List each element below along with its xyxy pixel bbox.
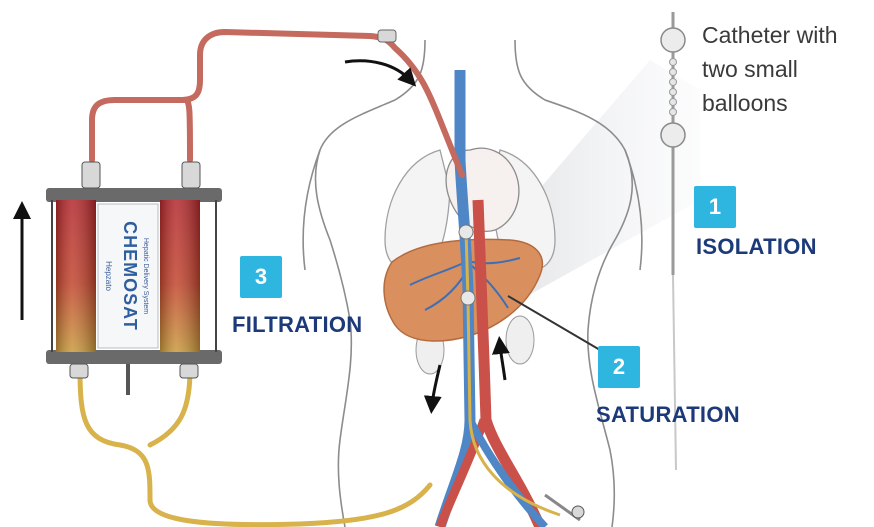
catheter-note: Catheter with two small balloons [702, 18, 838, 120]
chemosat-filter-device: Hepzato CHEMOSAT Hepatic Delivery System [46, 162, 222, 395]
catheter-balloon-bottom [661, 123, 685, 147]
device-brand-sub: Hepatic Delivery System [142, 238, 149, 314]
balloon-upper [459, 225, 473, 239]
return-tubing [80, 370, 430, 525]
sheath-valve [572, 506, 584, 518]
device-brand-small: Hepzato [104, 261, 113, 291]
catheter-note-line-3: balloons [702, 86, 838, 120]
step-3-label: FILTRATION [232, 312, 363, 338]
balloon-lower [461, 291, 475, 305]
flow-arrow-return [500, 345, 505, 380]
flow-arrow-top [345, 61, 410, 80]
tubing-connector [378, 30, 396, 42]
step-2-label: SATURATION [596, 402, 740, 428]
step-3-badge: 3 [240, 256, 282, 298]
arterial-tubing [92, 32, 462, 175]
step-1-badge: 1 [694, 186, 736, 228]
kidney-right [506, 316, 534, 364]
catheter-note-line-1: Catheter with [702, 18, 838, 52]
catheter-note-line-2: two small [702, 52, 838, 86]
arterial-tubing-branch [180, 100, 190, 160]
device-brand: CHEMOSAT [120, 221, 140, 331]
step-1-label: ISOLATION [696, 234, 817, 260]
catheter-balloon-top [661, 28, 685, 52]
return-tubing-branch [150, 370, 190, 445]
step-2-badge: 2 [598, 346, 640, 388]
